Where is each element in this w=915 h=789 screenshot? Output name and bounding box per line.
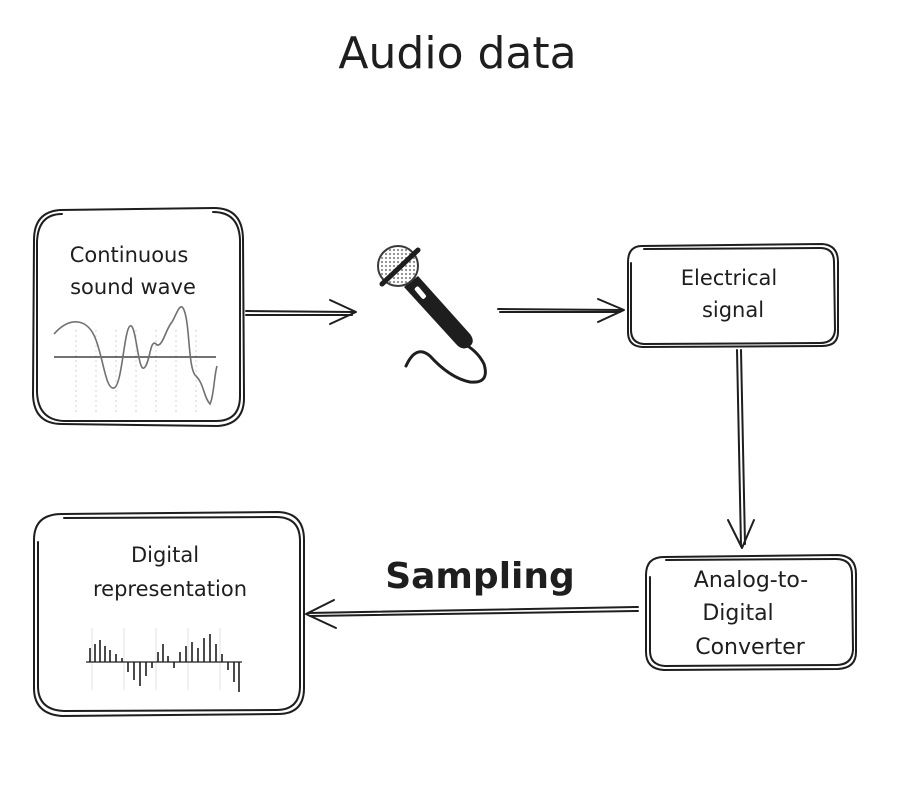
continuous-wave-graphic bbox=[53, 306, 218, 412]
node-adc-line2: Digital bbox=[702, 601, 773, 626]
node-digital-line1: Digital bbox=[131, 543, 199, 567]
diagram-title: Audio data bbox=[338, 28, 577, 79]
node-adc-line3: Converter bbox=[695, 635, 806, 660]
node-digital-representation: Digital representation bbox=[33, 511, 305, 717]
node-wave-line1: Continuous bbox=[70, 243, 189, 267]
node-electrical-line2: signal bbox=[702, 298, 764, 322]
microphone-icon bbox=[377, 245, 487, 384]
edge-electrical-to-adc bbox=[727, 349, 755, 549]
node-wave-line2: sound wave bbox=[70, 275, 196, 299]
node-adc-line1: Analog-to- bbox=[694, 568, 808, 593]
edge-wave-to-microphone bbox=[245, 299, 357, 325]
node-analog-to-digital-converter: Analog-to- Digital Converter bbox=[645, 554, 857, 671]
node-digital-line2: representation bbox=[93, 577, 247, 601]
node-electrical-signal: Electrical signal bbox=[627, 243, 839, 348]
node-electrical-line1: Electrical bbox=[681, 266, 778, 290]
node-continuous-sound-wave: Continuous sound wave bbox=[32, 207, 245, 427]
edge-label-sampling: Sampling bbox=[385, 556, 575, 597]
digital-samples-graphic bbox=[86, 628, 242, 692]
edge-adc-to-digital: Sampling bbox=[305, 556, 639, 629]
edge-microphone-to-electrical bbox=[497, 298, 625, 323]
